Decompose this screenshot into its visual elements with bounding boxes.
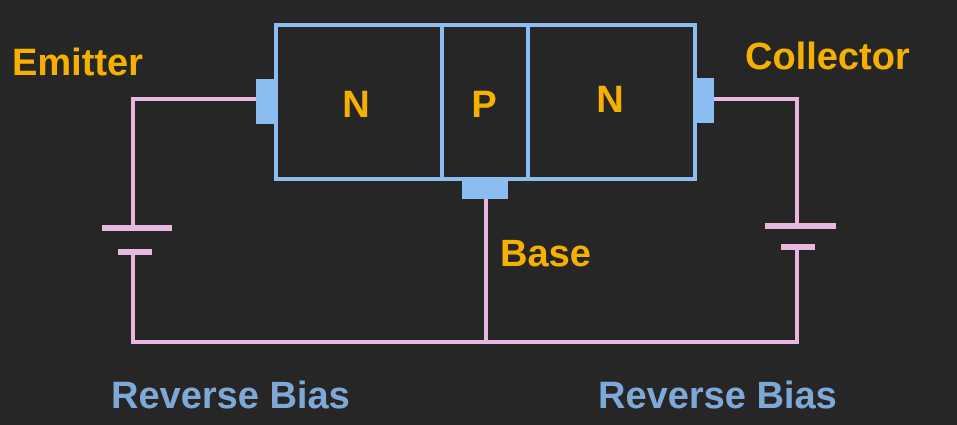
collector-label: Collector — [745, 36, 910, 78]
collector-return-wire — [486, 247, 799, 344]
terminal-labels: Emitter Collector Base — [12, 36, 910, 275]
bias-labels: Reverse Bias Reverse Bias — [111, 375, 837, 417]
region-label-collector-n: N — [596, 79, 623, 121]
emitter-label: Emitter — [12, 42, 143, 84]
circuit-wires — [131, 97, 799, 344]
left-battery — [102, 225, 172, 255]
right-battery — [765, 223, 836, 250]
terminals — [256, 78, 714, 199]
right-bias-label: Reverse Bias — [598, 375, 837, 417]
region-labels: N P N — [342, 79, 623, 126]
left-bias-label: Reverse Bias — [111, 375, 350, 417]
emitter-return-wire — [131, 252, 486, 344]
region-label-base-p: P — [471, 84, 496, 126]
collector-terminal — [694, 78, 714, 123]
collector-wire — [712, 97, 799, 226]
region-label-emitter-n: N — [342, 84, 369, 126]
emitter-terminal — [256, 79, 278, 124]
base-label: Base — [500, 233, 591, 275]
base-terminal — [462, 180, 508, 199]
emitter-wire — [131, 97, 258, 228]
